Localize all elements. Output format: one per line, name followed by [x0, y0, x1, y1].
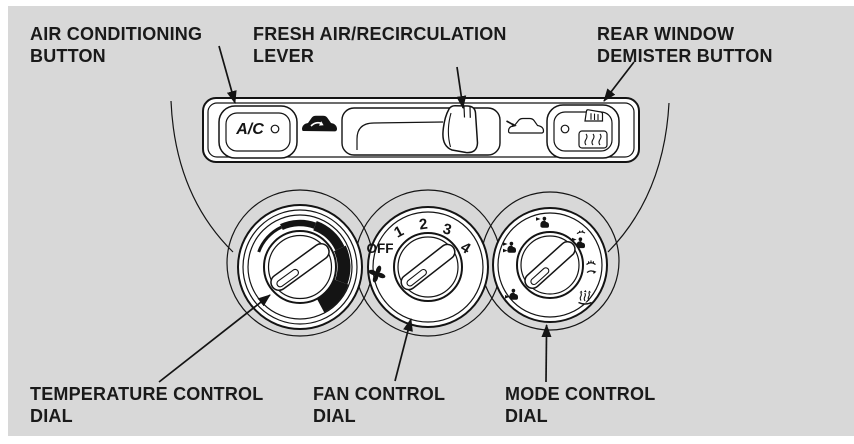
rear-demister-button — [546, 104, 620, 159]
fan-speed-3: 3 — [441, 220, 453, 239]
callout-fresh-air-line1: FRESH AIR/RECIRCULATION — [253, 24, 507, 44]
ac-button: A/C — [218, 105, 298, 159]
temperature-gradient-arc — [257, 219, 351, 313]
callout-fresh-air: FRESH AIR/RECIRCULATION LEVER — [253, 24, 507, 67]
callout-rear-demister: REAR WINDOW DEMISTER BUTTON — [597, 24, 773, 67]
callout-rear-demister-line2: DEMISTER BUTTON — [597, 45, 773, 66]
leader-temperature-dial — [158, 294, 271, 383]
control-strip: A/C — [202, 97, 640, 163]
rear-window-demister-icon — [578, 130, 608, 149]
demister-indicator-led — [560, 124, 570, 134]
strip-bezel-inner — [207, 102, 635, 158]
bezel-right-curve — [607, 102, 670, 253]
callout-air-conditioning: AIR CONDITIONING BUTTON — [30, 24, 202, 67]
callout-mode-line2: DIAL — [505, 405, 548, 426]
temperature-dial-knob-ring — [267, 234, 333, 300]
ac-button-face — [225, 112, 291, 152]
fan-icon — [368, 265, 386, 283]
mode-dial-knob-ring — [520, 235, 580, 295]
fan-speed-off: OFF — [367, 241, 394, 256]
ac-indicator-led — [270, 124, 280, 134]
temperature-dial-handle — [270, 242, 330, 292]
callout-mode-line1: MODE CONTROL — [505, 384, 656, 404]
mirror-demister-icon — [584, 109, 604, 122]
mode-dial-handle — [524, 241, 576, 289]
car-recirculate-icon — [302, 115, 337, 132]
temperature-dial — [237, 204, 363, 330]
fresh-air-recirculation-lever — [341, 105, 501, 156]
leader-air-conditioning — [218, 45, 237, 104]
defrost-windshield-icon — [578, 290, 592, 305]
leader-fresh-air-lever — [456, 66, 467, 109]
callout-temperature: TEMPERATURE CONTROL DIAL — [30, 384, 263, 427]
callout-fan-line1: FAN CONTROL — [313, 384, 446, 404]
callout-fan: FAN CONTROL DIAL — [313, 384, 445, 427]
vent-floor-defrost-icon — [586, 260, 597, 274]
lever-knob — [442, 105, 479, 154]
callout-rear-demister-line1: REAR WINDOW — [597, 24, 735, 44]
callout-fan-line2: DIAL — [313, 405, 356, 426]
callout-mode: MODE CONTROL DIAL — [505, 384, 655, 427]
temperature-dial-ring-3 — [247, 214, 353, 320]
demister-button-face — [553, 111, 613, 152]
temperature-dial-ring-2 — [242, 209, 358, 325]
fan-dial-knob-ring — [397, 236, 459, 298]
vent-floor-icon — [505, 288, 518, 300]
callout-air-conditioning-line1: AIR CONDITIONING — [30, 24, 203, 44]
vent-face-icon — [536, 216, 549, 228]
leader-rear-demister — [603, 61, 635, 102]
mode-dial — [492, 207, 608, 323]
car-fresh-air-icon — [506, 117, 545, 134]
callout-temperature-line2: DIAL — [30, 405, 73, 426]
callout-air-conditioning-line2: BUTTON — [30, 45, 106, 66]
vent-bilevel-icon — [503, 241, 516, 253]
fan-dial-handle — [400, 243, 456, 291]
fan-dial: OFF 1 2 3 4 — [367, 206, 489, 328]
leader-fan-dial — [394, 318, 413, 382]
callout-fresh-air-line2: LEVER — [253, 45, 315, 66]
ac-button-outline — [218, 105, 298, 159]
fan-speed-2: 2 — [418, 216, 429, 234]
vent-face-defrost-icon — [572, 230, 586, 249]
callout-temperature-line1: TEMPERATURE CONTROL — [30, 384, 264, 404]
lever-knob-crease — [447, 112, 452, 148]
fan-dial-ring-2 — [372, 211, 484, 323]
leader-mode-dial — [541, 324, 552, 383]
ac-button-label: A/C — [235, 121, 264, 138]
bezel-left-curve — [170, 100, 234, 253]
mode-dial-ring-2 — [497, 212, 603, 318]
lever-slot-track — [356, 121, 444, 150]
